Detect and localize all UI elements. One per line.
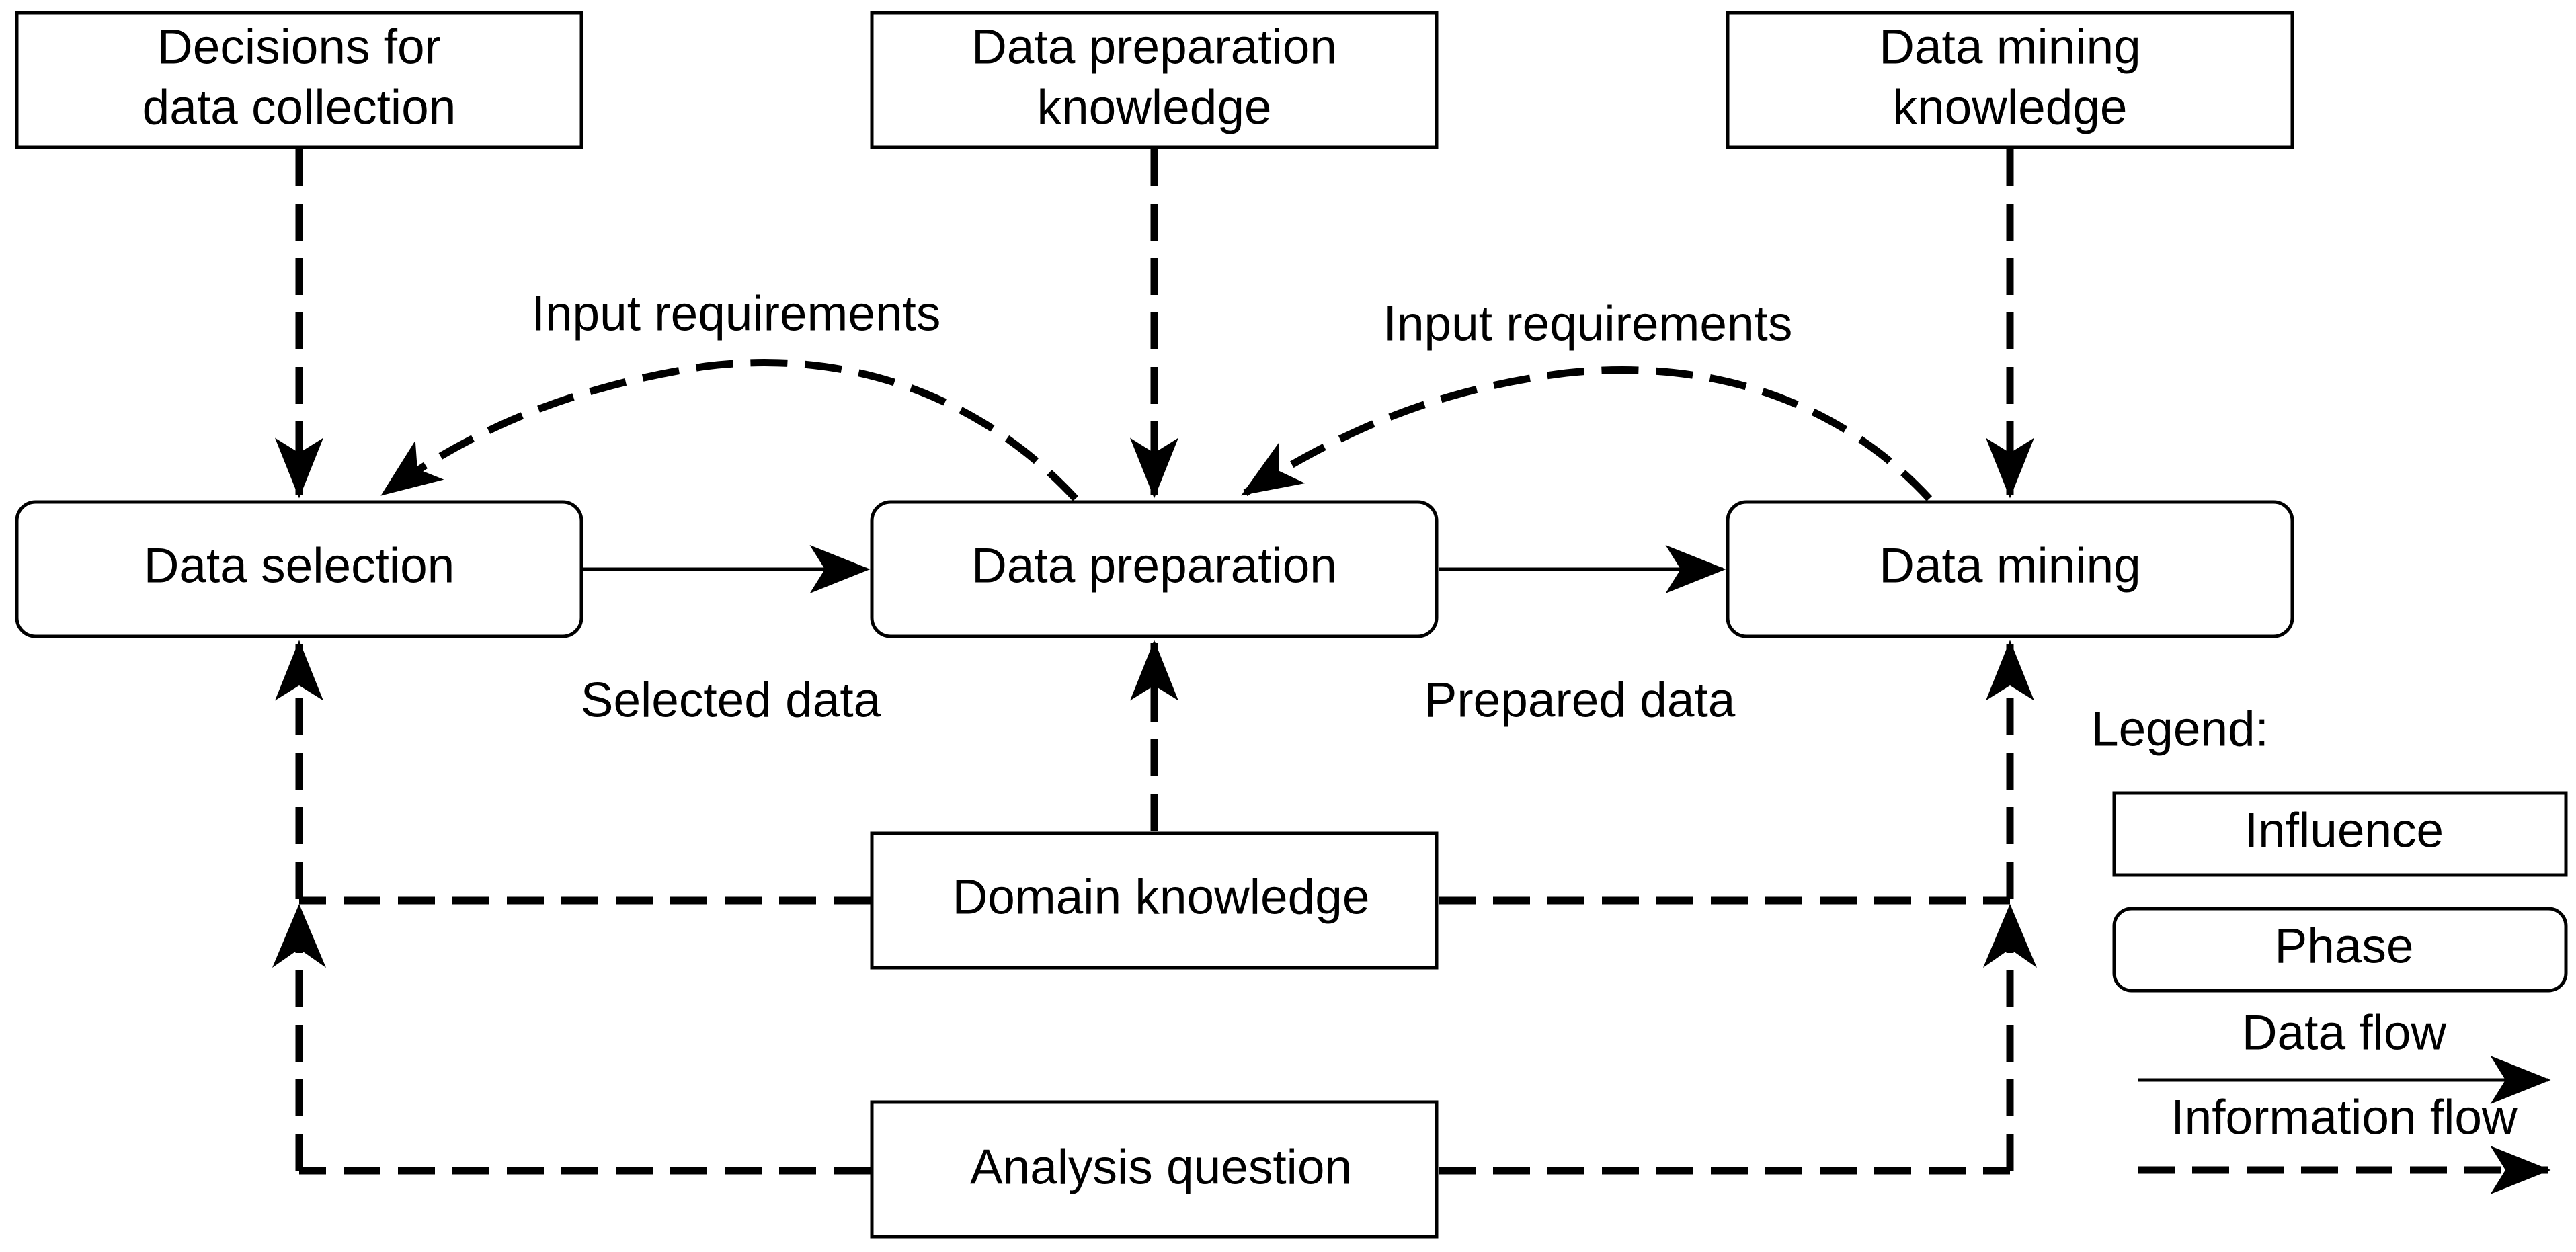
legend-influence-box — [2112, 791, 2568, 877]
legend-influence-label: Influence — [2245, 803, 2444, 858]
decisions-label-line2: data collection — [143, 80, 456, 134]
selected-data-label: Selected data — [581, 673, 881, 727]
legend: Legend: Influence Phase Data flow Inform… — [2091, 702, 2568, 1194]
junction-arrowhead-right — [1983, 904, 2037, 968]
influence-data-preparation-knowledge: Data preparation knowledge — [870, 11, 1439, 149]
influence-decisions-for-data-collection: Decisions for data collection — [15, 11, 583, 149]
influence-data-mining-knowledge: Data mining knowledge — [1726, 11, 2294, 149]
mining-knowledge-label-line2: knowledge — [1892, 80, 2127, 134]
analysis-question-label: Analysis question — [970, 1140, 1352, 1194]
domain-knowledge-label: Domain knowledge — [953, 870, 1370, 924]
input-requirements-right-label: Input requirements — [1383, 296, 1793, 351]
legend-data-flow-label: Data flow — [2242, 1005, 2447, 1060]
phase-data-selection: Data selection — [15, 500, 583, 638]
influence-domain-knowledge: Domain knowledge — [870, 831, 1439, 970]
prep-knowledge-label-line1: Data preparation — [971, 19, 1337, 74]
legend-title: Legend: — [2091, 702, 2269, 756]
mining-knowledge-label-line1: Data mining — [1879, 19, 2141, 74]
info-flow-input-requirements-right — [1241, 366, 1933, 501]
prepared-data-label: Prepared data — [1424, 673, 1736, 727]
input-requirements-left-label: Input requirements — [532, 286, 941, 341]
phase-data-preparation: Data preparation — [870, 500, 1439, 638]
legend-phase-label: Phase — [2275, 919, 2414, 973]
phase-mining-label: Data mining — [1879, 538, 2141, 593]
phase-data-mining: Data mining — [1726, 500, 2294, 638]
decisions-label-line1: Decisions for — [157, 19, 441, 74]
info-flow-input-requirements-left — [380, 359, 1079, 501]
prep-knowledge-label-line2: knowledge — [1037, 80, 1271, 134]
influence-analysis-question: Analysis question — [870, 1100, 1439, 1239]
junction-arrowhead-left — [272, 904, 326, 968]
legend-phase-box — [2112, 907, 2568, 993]
phase-preparation-label: Data preparation — [971, 538, 1337, 593]
phase-selection-label: Data selection — [144, 538, 455, 593]
legend-information-flow-label: Information flow — [2171, 1090, 2518, 1144]
